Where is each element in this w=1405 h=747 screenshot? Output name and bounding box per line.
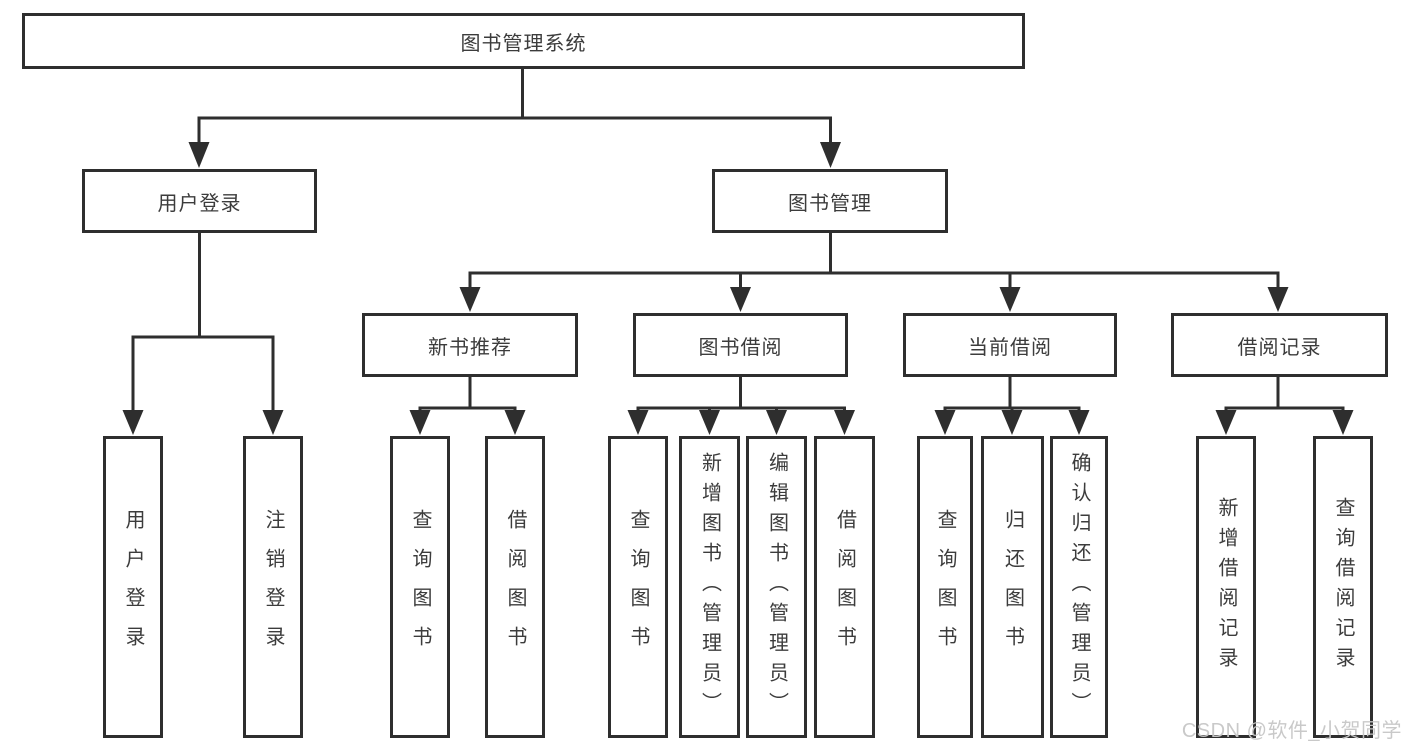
node-label: 借阅图书 — [504, 509, 526, 665]
leaf-edit-books-admin: 编辑图书（管理员） — [746, 436, 807, 738]
node-user-login: 用户登录 — [82, 169, 317, 233]
leaf-query-books-2: 查询图书 — [608, 436, 668, 738]
leaf-add-books-admin: 新增图书（管理员） — [679, 436, 740, 738]
node-label: 当前借阅 — [968, 336, 1052, 359]
node-label: 注销登录 — [262, 509, 284, 665]
node-book-management: 图书管理 — [712, 169, 948, 233]
leaf-add-borrow-record: 新增借阅记录 — [1196, 436, 1256, 738]
node-label: 归还图书 — [1001, 509, 1024, 665]
node-label: 查询图书 — [627, 509, 649, 665]
leaf-query-books-3: 查询图书 — [917, 436, 973, 738]
leaf-query-books-1: 查询图书 — [390, 436, 450, 738]
leaf-confirm-return-admin: 确认归还（管理员） — [1050, 436, 1108, 738]
leaf-user-login: 用户登录 — [103, 436, 163, 738]
leaf-query-borrow-record: 查询借阅记录 — [1313, 436, 1373, 738]
node-label: 图书管理系统 — [460, 32, 587, 55]
node-label: 借阅记录 — [1237, 336, 1322, 359]
leaf-borrow-books-1: 借阅图书 — [485, 436, 545, 738]
leaf-borrow-books-2: 借阅图书 — [814, 436, 875, 738]
leaf-return-books: 归还图书 — [981, 436, 1044, 738]
node-label: 借阅图书 — [833, 509, 856, 665]
node-label: 图书管理 — [788, 192, 872, 215]
node-label: 确认归还（管理员） — [1068, 452, 1090, 722]
node-label: 查询图书 — [934, 509, 956, 665]
node-root-system: 图书管理系统 — [22, 13, 1025, 69]
node-borrowing-records: 借阅记录 — [1171, 313, 1388, 377]
node-new-book-recommend: 新书推荐 — [362, 313, 578, 377]
node-label: 图书借阅 — [698, 336, 783, 359]
node-label: 查询图书 — [409, 509, 431, 665]
node-label: 查询借阅记录 — [1332, 497, 1354, 677]
node-label: 新增借阅记录 — [1215, 497, 1237, 677]
csdn-watermark: CSDN @软件_小贺同学 — [1181, 720, 1402, 742]
node-label: 新书推荐 — [428, 336, 512, 359]
node-book-borrowing: 图书借阅 — [633, 313, 848, 377]
node-label: 用户登录 — [122, 509, 144, 665]
node-label: 用户登录 — [157, 192, 242, 215]
node-label: 编辑图书（管理员） — [765, 452, 788, 722]
node-label: 新增图书（管理员） — [698, 452, 721, 722]
node-current-borrowing: 当前借阅 — [903, 313, 1117, 377]
arrowhead-group — [122, 142, 1354, 435]
leaf-logout: 注销登录 — [243, 436, 303, 738]
